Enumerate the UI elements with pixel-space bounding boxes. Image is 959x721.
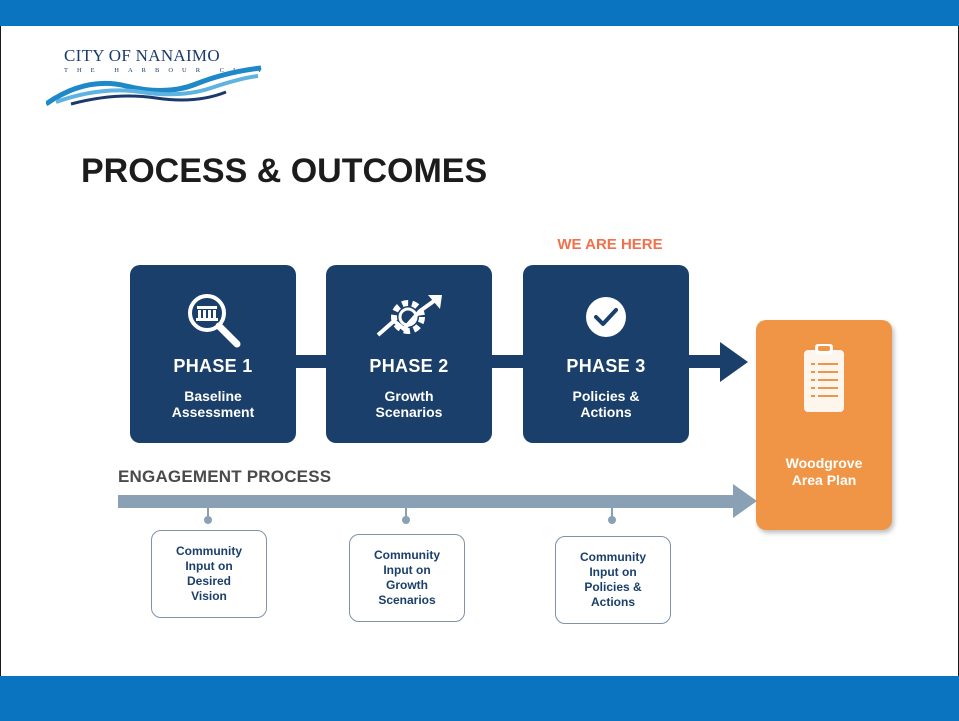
engagement-line (118, 495, 736, 508)
community-input-vision: Community Input on Desired Vision (151, 530, 267, 618)
woodgrove-area-plan-card: Woodgrove Area Plan (756, 320, 892, 530)
phase-connector (296, 355, 328, 368)
phase-connector (492, 355, 524, 368)
phase-connector (688, 355, 724, 368)
phase-subtitle: Growth Scenarios (375, 388, 443, 420)
outcome-label: Woodgrove Area Plan (785, 455, 863, 488)
engagement-arrow-head-icon (733, 484, 757, 518)
wave-icon (46, 65, 262, 106)
magnifier-icon (181, 289, 245, 354)
phase-subtitle: Policies & Actions (572, 388, 640, 420)
logo-tagline: THE HARBOUR CITY (64, 67, 271, 74)
clipboard-icon (802, 342, 846, 419)
phase-subtitle: Baseline Assessment (171, 388, 255, 420)
community-input-policies: Community Input on Policies & Actions (555, 536, 671, 624)
engagement-tick (204, 508, 212, 524)
community-input-text: Community Input on Growth Scenarios (374, 548, 440, 607)
page-title: PROCESS & OUTCOMES (81, 152, 488, 190)
gear-trend-icon (374, 289, 444, 350)
city-logo: CITY OF NANAIMO THE HARBOUR CITY (46, 46, 266, 106)
arrow-head-icon (720, 342, 748, 382)
phase-3-card: PHASE 3 Policies & Actions (523, 265, 689, 443)
community-input-text: Community Input on Desired Vision (176, 544, 242, 603)
we-are-here-label: WE ARE HERE (557, 236, 663, 253)
community-input-text: Community Input on Policies & Actions (580, 550, 646, 609)
phase-2-card: PHASE 2 Growth Scenarios (326, 265, 492, 443)
bottom-banner (0, 676, 959, 721)
phase-title: PHASE 2 (369, 356, 449, 376)
checkmark-icon (582, 293, 630, 346)
phase-title: PHASE 3 (566, 356, 646, 376)
phase-1-card: PHASE 1 Baseline Assessment (130, 265, 296, 443)
top-banner (0, 0, 959, 26)
engagement-label: ENGAGEMENT PROCESS (118, 467, 332, 486)
community-input-growth: Community Input on Growth Scenarios (349, 534, 465, 622)
engagement-tick (608, 508, 616, 524)
logo-name: CITY OF NANAIMO (64, 46, 220, 65)
phase-title: PHASE 1 (173, 356, 253, 376)
engagement-tick (402, 508, 410, 524)
